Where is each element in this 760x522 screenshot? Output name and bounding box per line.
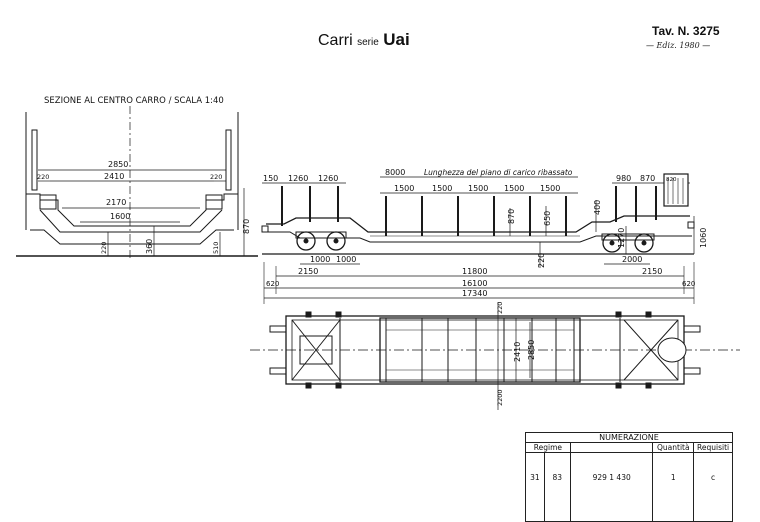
title-code: Uai	[383, 30, 410, 49]
dim-cs-510: 510	[212, 242, 220, 254]
numerazione-table: NUMERAZIONE Regime Quantità Requisiti 31…	[525, 432, 733, 522]
dim-cs-2170: 2170	[106, 198, 126, 207]
dim-cs-2850: 2850	[108, 160, 128, 169]
dim-980: 980	[616, 174, 631, 183]
title-serie: serie	[357, 37, 379, 48]
dim-cs-360: 360	[145, 239, 154, 254]
regime-label: Regime	[525, 442, 571, 453]
dim-v-650: 650	[543, 211, 552, 226]
dim-v-220: 220	[537, 253, 546, 268]
dim-v-400: 400	[593, 200, 602, 215]
dim-cs-1600: 1600	[110, 212, 130, 221]
dim-cs-220-left: 220	[37, 173, 49, 181]
dim-620-b: 620	[682, 280, 695, 288]
cross-section-view	[16, 106, 258, 258]
regime-1: 31	[525, 452, 545, 522]
dim-v-1060: 1060	[699, 228, 708, 248]
dim-2150-b: 2150	[642, 267, 662, 276]
section-title: SEZIONE AL CENTRO CARRO / SCALA 1:40	[44, 96, 224, 106]
number-header	[569, 442, 654, 453]
dim-2000: 2000	[622, 255, 642, 264]
dim-cs-220-height: 220	[100, 242, 108, 254]
dim-cs-870: 870	[242, 219, 251, 234]
quantita-value: 1	[652, 452, 695, 522]
title-main: Carri	[318, 32, 353, 49]
table-number: Tav. N. 3275	[652, 24, 720, 38]
wagon-number: 929 1 430	[569, 452, 654, 522]
dim-v-1270: 1270	[617, 228, 626, 248]
dim-150: 150	[263, 174, 278, 183]
drawing-title: Carri serie Uai	[318, 30, 410, 50]
dim-2150-a: 2150	[298, 267, 318, 276]
dim-1500-c: 1500	[468, 184, 488, 193]
dim-1000-b: 1000	[336, 255, 356, 264]
edition: — Ediz. 1980 —	[646, 41, 711, 50]
quantita-label: Quantità	[652, 442, 695, 453]
dim-870-top: 870	[640, 174, 655, 183]
dim-11800: 11800	[462, 267, 487, 276]
dim-plan-2850: 2850	[527, 340, 536, 360]
requisiti-value: c	[693, 452, 733, 522]
dim-1500-b: 1500	[432, 184, 452, 193]
regime-2: 83	[543, 452, 571, 522]
dim-1260-b: 1260	[318, 174, 338, 183]
dim-plan-220: 220	[496, 302, 504, 314]
dim-1000-a: 1000	[310, 255, 330, 264]
dim-cs-220-right: 220	[210, 173, 222, 181]
dim-8000: 8000	[385, 168, 405, 177]
dim-1500-a: 1500	[394, 184, 414, 193]
dim-17340: 17340	[462, 289, 487, 298]
dim-plan-2200: 2200	[496, 389, 504, 406]
dim-cs-2410: 2410	[104, 172, 124, 181]
dim-1500-e: 1500	[540, 184, 560, 193]
dim-plan-2410: 2410	[513, 342, 522, 362]
dim-1260-a: 1260	[288, 174, 308, 183]
plan-view	[250, 302, 740, 410]
side-view	[261, 173, 695, 304]
dim-1500-d: 1500	[504, 184, 524, 193]
dim-820: 820	[666, 177, 677, 183]
dim-620-a: 620	[266, 280, 279, 288]
requisiti-label: Requisiti	[693, 442, 733, 453]
low-deck-label: Lunghezza del piano di carico ribassato	[424, 168, 573, 177]
dim-v-870: 870	[507, 209, 516, 224]
numerazione-title: NUMERAZIONE	[525, 432, 733, 443]
dim-16100: 16100	[462, 279, 487, 288]
